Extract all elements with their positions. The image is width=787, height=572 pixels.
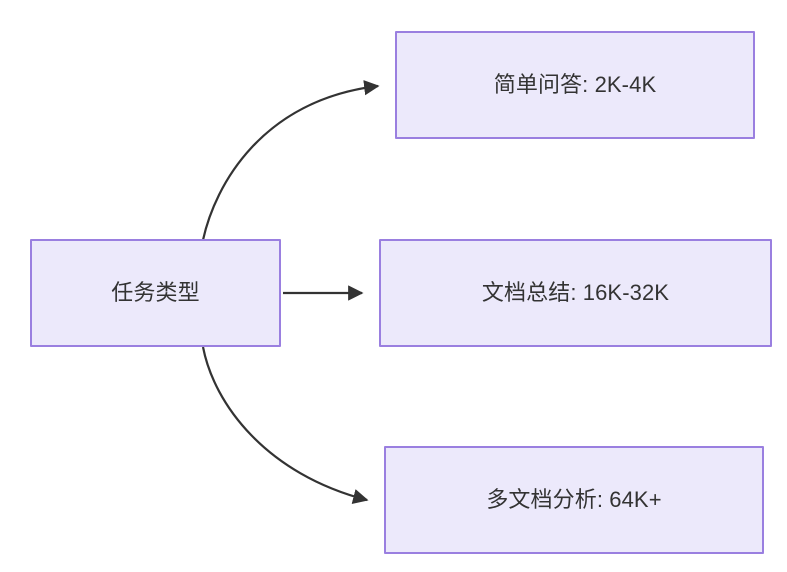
node-doc-summary[interactable]: 文档总结: 16K-32K xyxy=(379,239,772,347)
edge-root-to-simple-qa xyxy=(201,80,380,241)
node-multi-doc-label: 多文档分析: 64K+ xyxy=(486,487,662,513)
node-multi-doc[interactable]: 多文档分析: 64K+ xyxy=(384,446,764,554)
node-root-label: 任务类型 xyxy=(111,280,200,306)
node-doc-summary-label: 文档总结: 16K-32K xyxy=(481,280,670,306)
node-simple-qa[interactable]: 简单问答: 2K-4K xyxy=(395,31,755,139)
node-root[interactable]: 任务类型 xyxy=(30,239,281,347)
node-simple-qa-label: 简单问答: 2K-4K xyxy=(493,72,657,98)
edge-root-to-multi-doc xyxy=(201,346,369,504)
